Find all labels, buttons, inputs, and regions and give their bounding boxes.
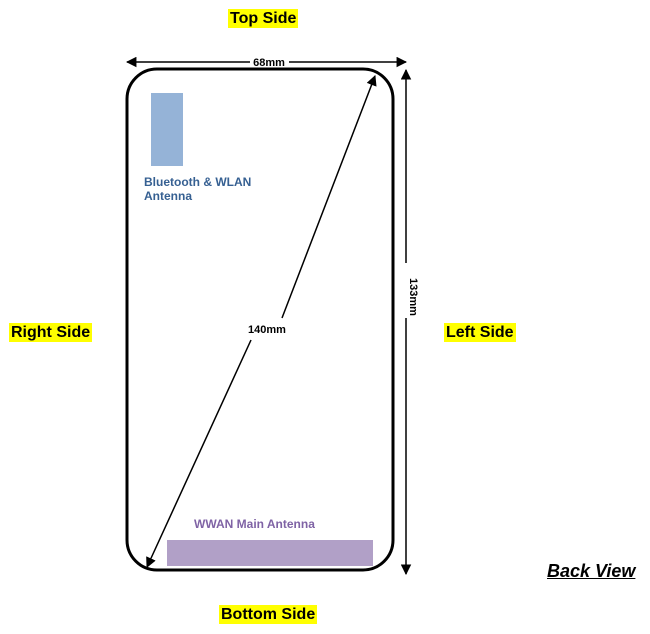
bt-wlan-antenna-block (151, 93, 183, 166)
width-dimension-label: 68mm (253, 57, 285, 69)
right-side-label: Right Side (9, 323, 93, 342)
diagonal-dimension-label: 140mm (248, 324, 286, 336)
wwan-antenna-label: WWAN Main Antenna (194, 517, 315, 531)
diagonal-dimension-line-lower (146, 339, 252, 568)
height-dimension-label: 133mm (407, 278, 419, 316)
phone-body-outline (125, 67, 395, 572)
bottom-side-label: Bottom Side (219, 605, 318, 624)
back-view-title: Back View (547, 561, 636, 581)
top-side-label: Top Side (228, 9, 299, 28)
left-side-label: Left Side (444, 323, 516, 342)
bt-wlan-antenna-label-line2: Antenna (144, 189, 192, 203)
bt-wlan-antenna-label-line1: Bluetooth & WLAN (144, 175, 251, 189)
wwan-antenna-block (167, 540, 373, 566)
diagonal-dimension-line-upper (281, 75, 377, 319)
